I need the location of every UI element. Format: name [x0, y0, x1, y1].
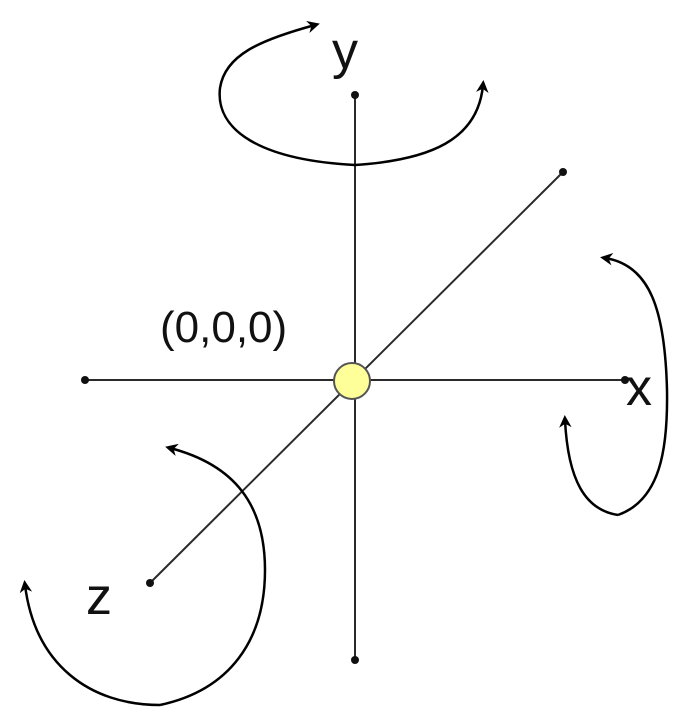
x-axis-label: x: [626, 359, 652, 417]
y-axis-bottom-endpoint: [351, 656, 359, 664]
origin-label: (0,0,0): [160, 303, 287, 352]
y-rotation-arrow-left: [218, 20, 356, 167]
origin-point: [333, 362, 371, 400]
y-axis-label: y: [332, 22, 358, 80]
z-rotation-arrow-lower: [19, 580, 161, 707]
z-axis-back-endpoint: [559, 168, 567, 176]
z-axis-label: z: [86, 568, 112, 626]
x-rotation-arrow-lower: [559, 415, 619, 517]
x-rotation-arrow-upper: [600, 252, 669, 517]
z-axis-front-endpoint: [146, 579, 154, 587]
x-axis-left-endpoint: [81, 376, 89, 384]
y-rotation-arrow-right: [354, 80, 489, 167]
z-rotation-arrow-upper: [159, 443, 267, 707]
x-axis-right-endpoint: [621, 376, 629, 384]
y-axis-top-endpoint: [351, 91, 359, 99]
